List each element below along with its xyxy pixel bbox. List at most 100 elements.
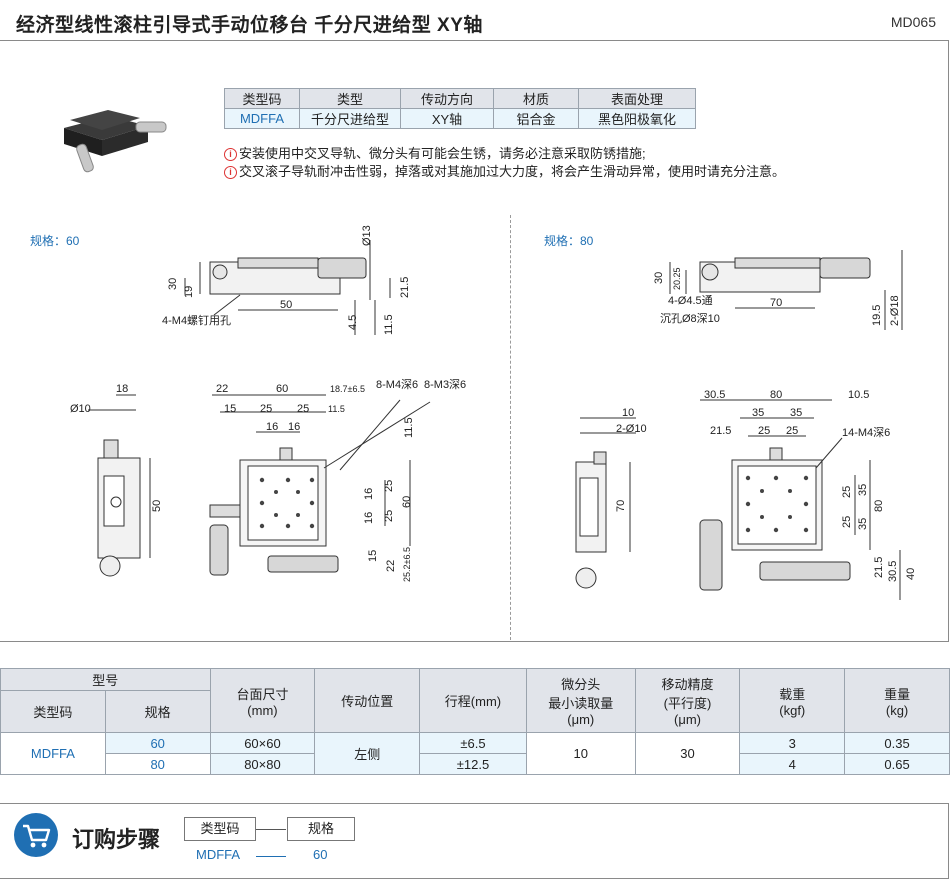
order-value-typecode: MDFFA <box>196 847 241 862</box>
dim-text: Ø10 <box>70 403 91 415</box>
th-load: 载重 (kgf) <box>739 668 846 733</box>
cell-weight: 0.65 <box>844 753 950 775</box>
dim-text: 25 <box>297 403 309 415</box>
info-icon: i <box>224 166 237 179</box>
dim-text: 11.5 <box>328 404 345 414</box>
dim-text: 沉孔Ø8深10 <box>660 312 720 325</box>
dim-text: Ø13 <box>361 225 373 246</box>
order-box-size: 规格 <box>287 817 355 841</box>
size80-label: 规格：80 <box>544 234 594 248</box>
spec-header: 表面处理 <box>578 88 696 109</box>
info-icon: i <box>224 148 237 161</box>
cell-size: 60 <box>104 732 211 754</box>
order-connector <box>256 856 286 857</box>
dim-text: 11.5 <box>403 417 415 438</box>
dim-text: 25 <box>841 516 853 528</box>
dim-text: 50 <box>151 500 163 512</box>
cell-weight: 0.35 <box>844 732 950 754</box>
dim-text: 25 <box>260 403 272 415</box>
dim-text: 35 <box>857 518 869 530</box>
dim-text: 21.5 <box>399 277 411 298</box>
th-size: 规格 <box>104 690 211 733</box>
spec-header: 类型 <box>299 88 401 109</box>
cell-micro: 10 <box>525 732 636 775</box>
spec-cell: MDFFA <box>224 108 300 129</box>
dim-text: 10.5 <box>848 389 869 401</box>
product-photo <box>64 110 167 173</box>
cell-stroke: ±12.5 <box>419 753 527 775</box>
cell-stroke: ±6.5 <box>419 732 527 754</box>
dim-text: 30 <box>653 272 665 284</box>
dim-text: 35 <box>857 484 869 496</box>
spec-cell: 铝合金 <box>493 108 579 129</box>
th-precision: 移动精度 (平行度) (μm) <box>634 668 741 733</box>
dim-text: 16 <box>266 421 278 433</box>
dim-text: 2-Ø18 <box>889 295 901 326</box>
order-box-typecode: 类型码 <box>184 817 256 841</box>
dim-text: 18.7±6.5 <box>330 384 365 394</box>
dim-text: 16 <box>363 512 375 524</box>
dim-text: 8-M3深6 <box>424 378 466 391</box>
dim-text: 25 <box>383 480 395 492</box>
cell-table-size: 60×60 <box>209 732 316 754</box>
th-table-size: 台面尺寸 (mm) <box>209 668 316 733</box>
dim-text: 30.5 <box>887 561 899 582</box>
dim-text: 10 <box>622 407 634 419</box>
dim-text: 15 <box>367 550 379 562</box>
dim-text: 25 <box>786 425 798 437</box>
dim-text: 50 <box>280 299 292 311</box>
dim-text: 22 <box>216 383 228 395</box>
dim-text: 19.5 <box>871 305 883 326</box>
dim-text: 4-M4螺钉用孔 <box>162 314 231 327</box>
dim-text: 11.5 <box>383 314 395 335</box>
technical-drawings: Ø13 30 19 21.5 50 4.5 11.5 4-M4螺钉用孔 18 Ø… <box>70 225 917 600</box>
dim-text: 70 <box>770 297 782 309</box>
spec-cell: XY轴 <box>400 108 494 129</box>
order-title: 订购步骤 <box>72 827 161 852</box>
dim-text: 15 <box>224 403 236 415</box>
divider <box>510 215 511 640</box>
note-text: 交叉滚子导轨耐冲击性弱，掉落或对其施加过大力度，将会产生滑动异常，使用时请充分注… <box>239 164 786 179</box>
cell-load: 3 <box>739 732 846 754</box>
product-code: MD065 <box>890 14 936 30</box>
dim-text: 25 <box>841 486 853 498</box>
dim-text: 2-Ø10 <box>616 423 647 435</box>
dim-text: 16 <box>363 488 375 500</box>
cell-size: 80 <box>104 753 211 775</box>
cell-load: 4 <box>739 753 846 775</box>
th-micro: 微分头 最小读取量 (μm) <box>525 668 636 733</box>
size60-label: 规格：60 <box>30 234 80 248</box>
dim-text: 25 <box>758 425 770 437</box>
spec-cell: 黑色阳极氧化 <box>578 108 696 129</box>
model-table: 型号 台面尺寸 (mm) 传动位置 行程(mm) 微分头 最小读取量 (μm) … <box>0 668 950 775</box>
dim-text: 60 <box>401 496 413 508</box>
dim-text: 70 <box>615 500 627 512</box>
dim-text: 30.5 <box>704 389 725 401</box>
dim-text: 80 <box>873 500 885 512</box>
dim-text: 35 <box>752 407 764 419</box>
dim-text: 4.5 <box>347 315 359 330</box>
th-weight: 重量 (kg) <box>844 668 950 733</box>
dim-text: 25 <box>383 510 395 522</box>
note-text: 安装使用中交叉导轨、微分头有可能会生锈，请务必注意采取防锈措施; <box>239 146 646 161</box>
product-overview-panel <box>0 40 949 642</box>
dim-text: 30 <box>167 278 179 290</box>
dim-text: 4-Ø4.5通 <box>668 294 713 307</box>
dim-text: 16 <box>288 421 300 433</box>
dim-text: 22 <box>385 560 397 572</box>
cell-table-size: 80×80 <box>209 753 316 775</box>
dim-text: 21.5 <box>710 425 731 437</box>
dim-text: 25.2±6.5 <box>402 547 412 582</box>
dim-text: 40 <box>905 568 917 580</box>
dim-text: 14-M4深6 <box>842 426 890 439</box>
th-model: 型号 <box>0 668 211 691</box>
spec-header: 材质 <box>493 88 579 109</box>
dim-text: 18 <box>116 383 128 395</box>
dim-text: 80 <box>770 389 782 401</box>
dim-text: 21.5 <box>873 557 885 578</box>
spec-header: 传动方向 <box>400 88 494 109</box>
th-typecode: 类型码 <box>0 690 106 733</box>
dim-text: 35 <box>790 407 802 419</box>
